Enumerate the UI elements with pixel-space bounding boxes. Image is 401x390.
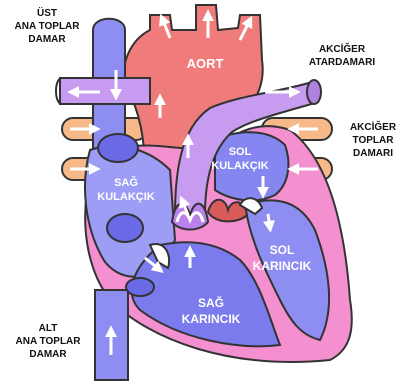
label-right-ventricle-1: SAĞ (198, 295, 224, 310)
coronary-opening (126, 278, 154, 296)
label-right-atrium-2: KULAKÇIK (97, 191, 154, 203)
arrow-lv-down (268, 214, 270, 228)
label-svc-superior-3: DAMAR (28, 34, 66, 45)
label-left-ventricle-1: SOL (270, 243, 295, 257)
ivc-opening (107, 214, 143, 242)
label-pulmonary-artery-1: AKCİĞER (319, 42, 366, 55)
label-svc-inferior-2: ANA TOPLAR (16, 336, 82, 347)
label-right-ventricle-2: KARINCIK (182, 312, 241, 326)
label-pulmonary-vein-1: AKCİĞER (350, 120, 397, 133)
label-right-atrium-1: SAĞ (114, 176, 138, 189)
label-svc-superior-2: ANA TOPLAR (15, 21, 81, 32)
label-svc-superior-1: ÜST (37, 6, 57, 19)
label-pulmonary-artery-2: ATARDAMARI (309, 57, 376, 68)
label-left-atrium-2: KULAKÇIK (211, 160, 268, 172)
label-svc-inferior-1: ALT (39, 323, 58, 334)
label-aorta: AORT (187, 56, 224, 71)
pulmonary-artery-right-cap (307, 80, 321, 104)
label-svc-inferior-3: DAMAR (29, 349, 67, 360)
label-left-atrium-1: SOL (229, 146, 252, 158)
label-pulmonary-vein-3: DAMARI (353, 148, 393, 159)
svc-opening (98, 134, 138, 162)
label-pulmonary-vein-2: TOPLAR (353, 135, 395, 146)
label-left-ventricle-2: KARINCIK (253, 259, 312, 273)
